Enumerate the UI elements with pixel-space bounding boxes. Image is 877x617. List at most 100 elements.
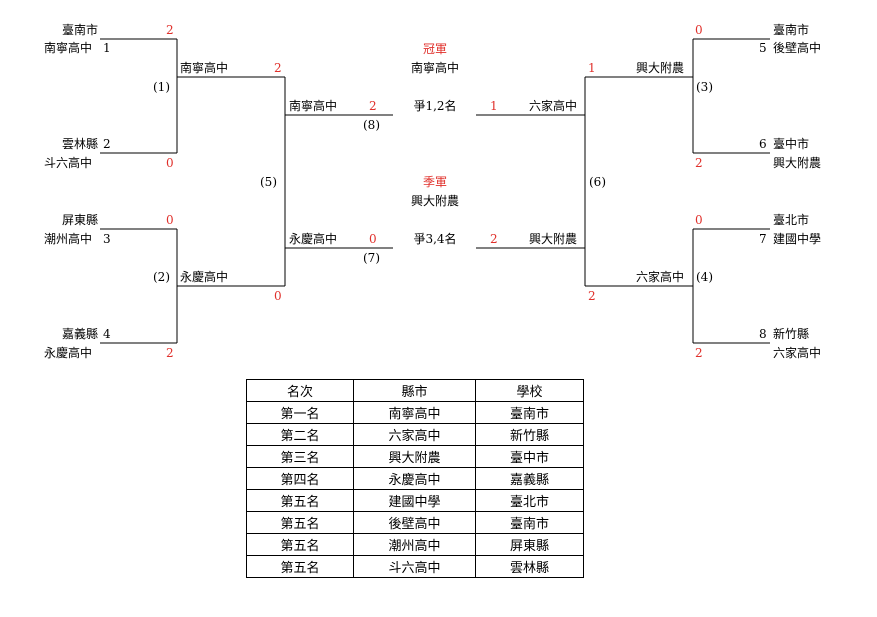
- seed2-number: 2: [103, 137, 111, 151]
- match1-winner: 南寧高中: [180, 61, 229, 75]
- table-row: 第五名 潮州高中 屏東縣: [246, 533, 584, 556]
- cell-team: 後壁高中: [353, 511, 476, 534]
- third-label: 爭3,4名: [413, 232, 457, 246]
- cell-rank: 第五名: [246, 555, 354, 578]
- match4-score: 2: [588, 289, 596, 303]
- third-right-team: 興大附農: [529, 232, 578, 246]
- seed4-score: 2: [166, 346, 174, 360]
- table-row: 第五名 建國中學 臺北市: [246, 489, 584, 512]
- final-label: 爭1,2名: [413, 99, 457, 113]
- cell-team: 永慶高中: [353, 467, 476, 490]
- seed1-number: 1: [103, 41, 111, 55]
- seed2-school: 斗六高中: [44, 156, 93, 170]
- table-row: 第一名 南寧高中 臺南市: [246, 401, 584, 424]
- cell-rank: 第五名: [246, 533, 354, 556]
- cell-location: 屏東縣: [475, 533, 584, 556]
- cell-location: 新竹縣: [475, 423, 584, 446]
- final-right-score: 1: [490, 99, 498, 113]
- cell-rank: 第一名: [246, 401, 354, 424]
- match3-score: 1: [588, 61, 596, 75]
- match8-score: 2: [369, 99, 377, 113]
- cell-team: 興大附農: [353, 445, 476, 468]
- match7-label: (7): [363, 251, 380, 265]
- seed8-city: 新竹縣: [773, 327, 810, 341]
- match7-score: 0: [369, 232, 377, 246]
- seed5-city: 臺南市: [773, 23, 810, 37]
- ranking-table: 名次 縣市 學校 第一名 南寧高中 臺南市 第二名 六家高中 新竹縣 第三名 興…: [246, 379, 584, 578]
- table-row: 第五名 斗六高中 雲林縣: [246, 555, 584, 578]
- third-title: 季軍: [422, 175, 447, 189]
- match8-team: 南寧高中: [289, 99, 338, 113]
- seed2-score: 0: [166, 156, 174, 170]
- seed7-school: 建國中學: [773, 232, 822, 246]
- seed8-school: 六家高中: [773, 346, 822, 360]
- seed5-school: 後壁高中: [773, 41, 822, 55]
- seed4-number: 4: [103, 327, 111, 341]
- header-school: 學校: [475, 379, 584, 402]
- table-row: 第二名 六家高中 新竹縣: [246, 423, 584, 446]
- seed8-number: 8: [759, 327, 767, 341]
- seed6-city: 臺中市: [773, 137, 810, 151]
- final-right-team: 六家高中: [529, 99, 578, 113]
- seed3-school: 潮州高中: [44, 232, 93, 246]
- match8-label: (8): [363, 118, 380, 132]
- cell-location: 臺南市: [475, 511, 584, 534]
- seed3-number: 3: [103, 232, 111, 246]
- cell-team: 建國中學: [353, 489, 476, 512]
- header-rank: 名次: [246, 379, 354, 402]
- cell-location: 臺中市: [475, 445, 584, 468]
- cell-location: 臺北市: [475, 489, 584, 512]
- match6-label: (6): [589, 175, 606, 189]
- seed3-score: 0: [166, 213, 174, 227]
- match4-winner: 六家高中: [636, 270, 685, 284]
- bracket-lines: [100, 38, 770, 344]
- match1-label: (1): [153, 80, 170, 94]
- table-row: 第三名 興大附農 臺中市: [246, 445, 584, 468]
- match1-score: 2: [274, 61, 282, 75]
- table-row: 第四名 永慶高中 嘉義縣: [246, 467, 584, 490]
- cell-team: 南寧高中: [353, 401, 476, 424]
- seed5-score: 0: [695, 23, 703, 37]
- third-right-score: 2: [490, 232, 498, 246]
- seed6-score: 2: [695, 156, 703, 170]
- table-row: 第五名 後壁高中 臺南市: [246, 511, 584, 534]
- seed1-school: 南寧高中: [44, 41, 93, 55]
- cell-location: 臺南市: [475, 401, 584, 424]
- cell-location: 嘉義縣: [475, 467, 584, 490]
- seed4-school: 永慶高中: [44, 346, 93, 360]
- match2-winner: 永慶高中: [180, 270, 229, 284]
- match7-team: 永慶高中: [289, 232, 338, 246]
- match2-score: 0: [274, 289, 282, 303]
- seed6-number: 6: [759, 137, 767, 151]
- third-team: 興大附農: [410, 194, 459, 208]
- match5-label: (5): [260, 175, 277, 189]
- match4-label: (4): [696, 270, 713, 284]
- cell-rank: 第四名: [246, 467, 354, 490]
- cell-location: 雲林縣: [475, 555, 584, 578]
- seed7-city: 臺北市: [773, 213, 810, 227]
- header-city: 縣市: [353, 379, 476, 402]
- match3-winner: 興大附農: [636, 61, 685, 75]
- match2-label: (2): [153, 270, 170, 284]
- seed3-city: 屏東縣: [61, 213, 98, 227]
- seed5-number: 5: [759, 41, 767, 55]
- cell-rank: 第五名: [246, 489, 354, 512]
- champion-team: 南寧高中: [410, 61, 459, 75]
- match3-label: (3): [696, 80, 713, 94]
- cell-rank: 第五名: [246, 511, 354, 534]
- seed6-school: 興大附農: [773, 156, 822, 170]
- cell-rank: 第三名: [246, 445, 354, 468]
- seed1-city: 臺南市: [61, 23, 98, 37]
- seed1-score: 2: [166, 23, 174, 37]
- cell-team: 斗六高中: [353, 555, 476, 578]
- seed7-score: 0: [695, 213, 703, 227]
- seed8-score: 2: [695, 346, 703, 360]
- seed4-city: 嘉義縣: [61, 327, 98, 341]
- seed7-number: 7: [759, 232, 767, 246]
- cell-team: 潮州高中: [353, 533, 476, 556]
- cell-rank: 第二名: [246, 423, 354, 446]
- champion-title: 冠軍: [422, 42, 447, 56]
- seed2-city: 雲林縣: [61, 137, 98, 151]
- cell-team: 六家高中: [353, 423, 476, 446]
- table-header-row: 名次 縣市 學校: [246, 379, 584, 402]
